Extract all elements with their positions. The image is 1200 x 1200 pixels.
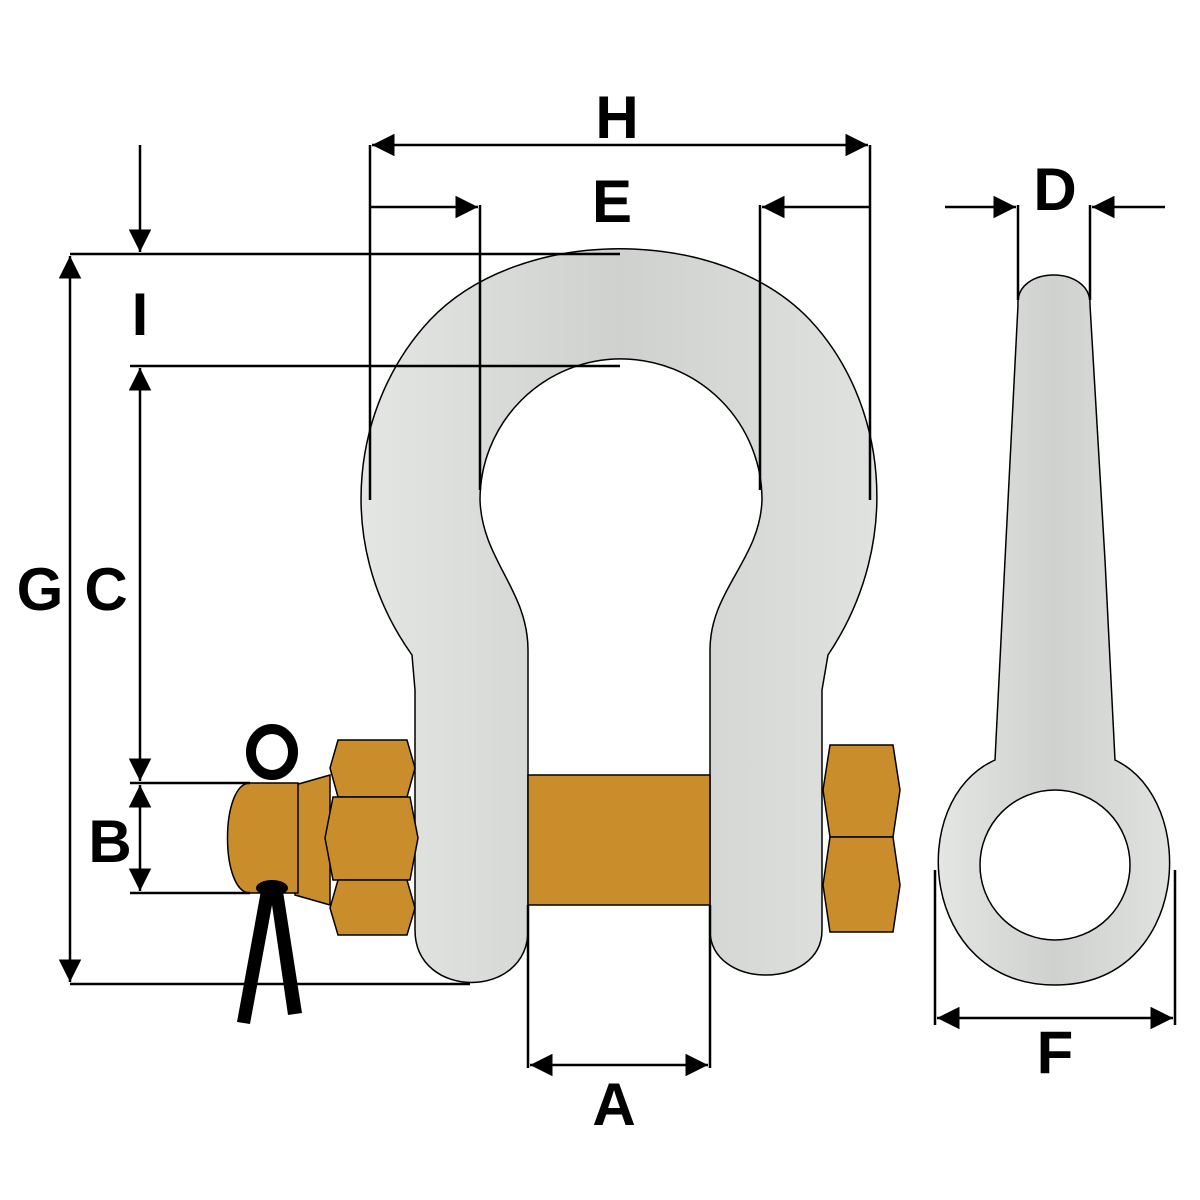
label-h: H	[595, 84, 638, 151]
left-nut	[324, 739, 419, 936]
label-e: E	[592, 168, 632, 235]
shackle-side-view	[937, 274, 1171, 986]
label-f: F	[1037, 1019, 1074, 1086]
pin-head	[226, 774, 331, 906]
shackle-pin	[527, 774, 711, 906]
label-b: B	[88, 808, 131, 875]
right-nut	[822, 744, 901, 933]
label-g: G	[17, 556, 64, 623]
shackle-bow	[360, 248, 878, 984]
label-a: A	[592, 1071, 635, 1138]
label-d: D	[1033, 156, 1076, 223]
label-i: I	[132, 281, 149, 348]
cotter-pin-icon	[237, 724, 302, 1024]
dimension-lines	[58, 133, 1177, 1077]
label-c: C	[84, 556, 127, 623]
